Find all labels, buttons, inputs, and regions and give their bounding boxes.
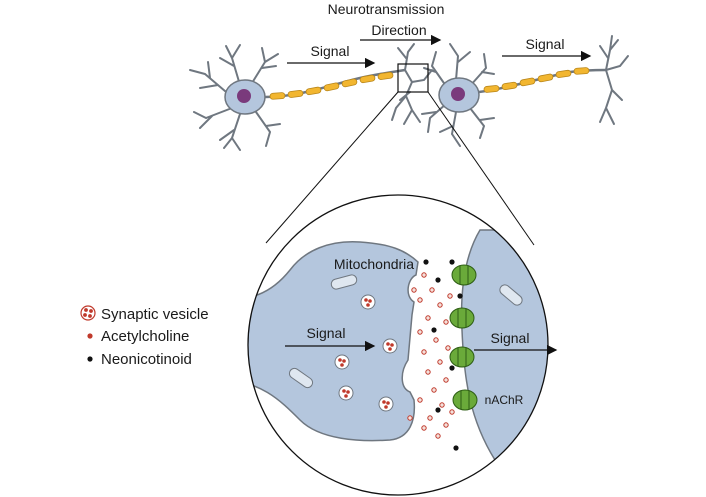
- magnified-synapse: Mitochondria Signal Signal nAChR: [247, 194, 558, 496]
- neuron-right: [421, 43, 495, 147]
- nachr-receptors: [449, 264, 478, 411]
- mitochondrion-3: [499, 284, 523, 306]
- nachr-receptor: [452, 389, 478, 411]
- vesicle: [360, 294, 376, 310]
- synaptic-vesicle-icon: [80, 305, 96, 321]
- vesicle: [334, 354, 350, 370]
- synapse-zoom-box: [397, 63, 429, 93]
- signal-label-top-right: Signal: [526, 36, 565, 52]
- zoom-line-left: [265, 91, 399, 244]
- mitochondria-label: Mitochondria: [334, 256, 414, 272]
- vesicles: [334, 294, 398, 412]
- neuron-left-dendrites: [189, 44, 281, 151]
- vesicle: [382, 338, 398, 354]
- nachr-receptor: [449, 307, 475, 329]
- vesicle: [378, 396, 394, 412]
- signal-label-presynaptic: Signal: [307, 325, 346, 341]
- neurotransmission-label-line2: Direction: [371, 22, 426, 38]
- presynaptic-terminal: [248, 241, 419, 442]
- postsynaptic-cell: [460, 229, 548, 461]
- neuron-right-nucleus: [451, 87, 465, 101]
- myelin-sheath-right: [483, 67, 590, 93]
- axon-terminal-right: [599, 35, 629, 125]
- axon-terminal: [391, 43, 433, 125]
- nachr-receptor: [451, 264, 477, 286]
- legend: Synaptic vesicle Acetylcholine Neonicoti…: [80, 305, 209, 368]
- mitochondrion-2: [288, 367, 314, 389]
- legend-label-synaptic-vesicle: Synaptic vesicle: [101, 306, 209, 323]
- signal-label-top-left: Signal: [311, 43, 350, 59]
- axon-right: [478, 67, 607, 94]
- legend-label-neonicotinoid: Neonicotinoid: [101, 351, 192, 368]
- acetylcholine-dot-icon: [87, 333, 93, 339]
- axon-left: [264, 68, 406, 100]
- zoom-line-right: [427, 91, 535, 246]
- myelin-sheath-left: [269, 71, 394, 100]
- legend-item-synaptic-vesicle: Synaptic vesicle: [80, 305, 209, 323]
- mitochondrion-1: [330, 274, 358, 290]
- legend-label-acetylcholine: Acetylcholine: [101, 328, 189, 345]
- legend-item-acetylcholine: Acetylcholine: [87, 328, 189, 345]
- neonicotinoid-dot-icon: [87, 356, 93, 362]
- signal-label-postsynaptic: Signal: [491, 330, 530, 346]
- nachr-receptor: [449, 346, 475, 368]
- neurotransmission-label-line1: Neurotransmission: [328, 1, 445, 17]
- nachr-label: nAChR: [485, 393, 524, 407]
- neuron-left-nucleus: [237, 89, 251, 103]
- acetylcholine-molecules: [407, 272, 455, 439]
- neonicotinoid-molecules: [423, 259, 463, 451]
- vesicle: [338, 385, 354, 401]
- legend-item-neonicotinoid: Neonicotinoid: [87, 351, 192, 368]
